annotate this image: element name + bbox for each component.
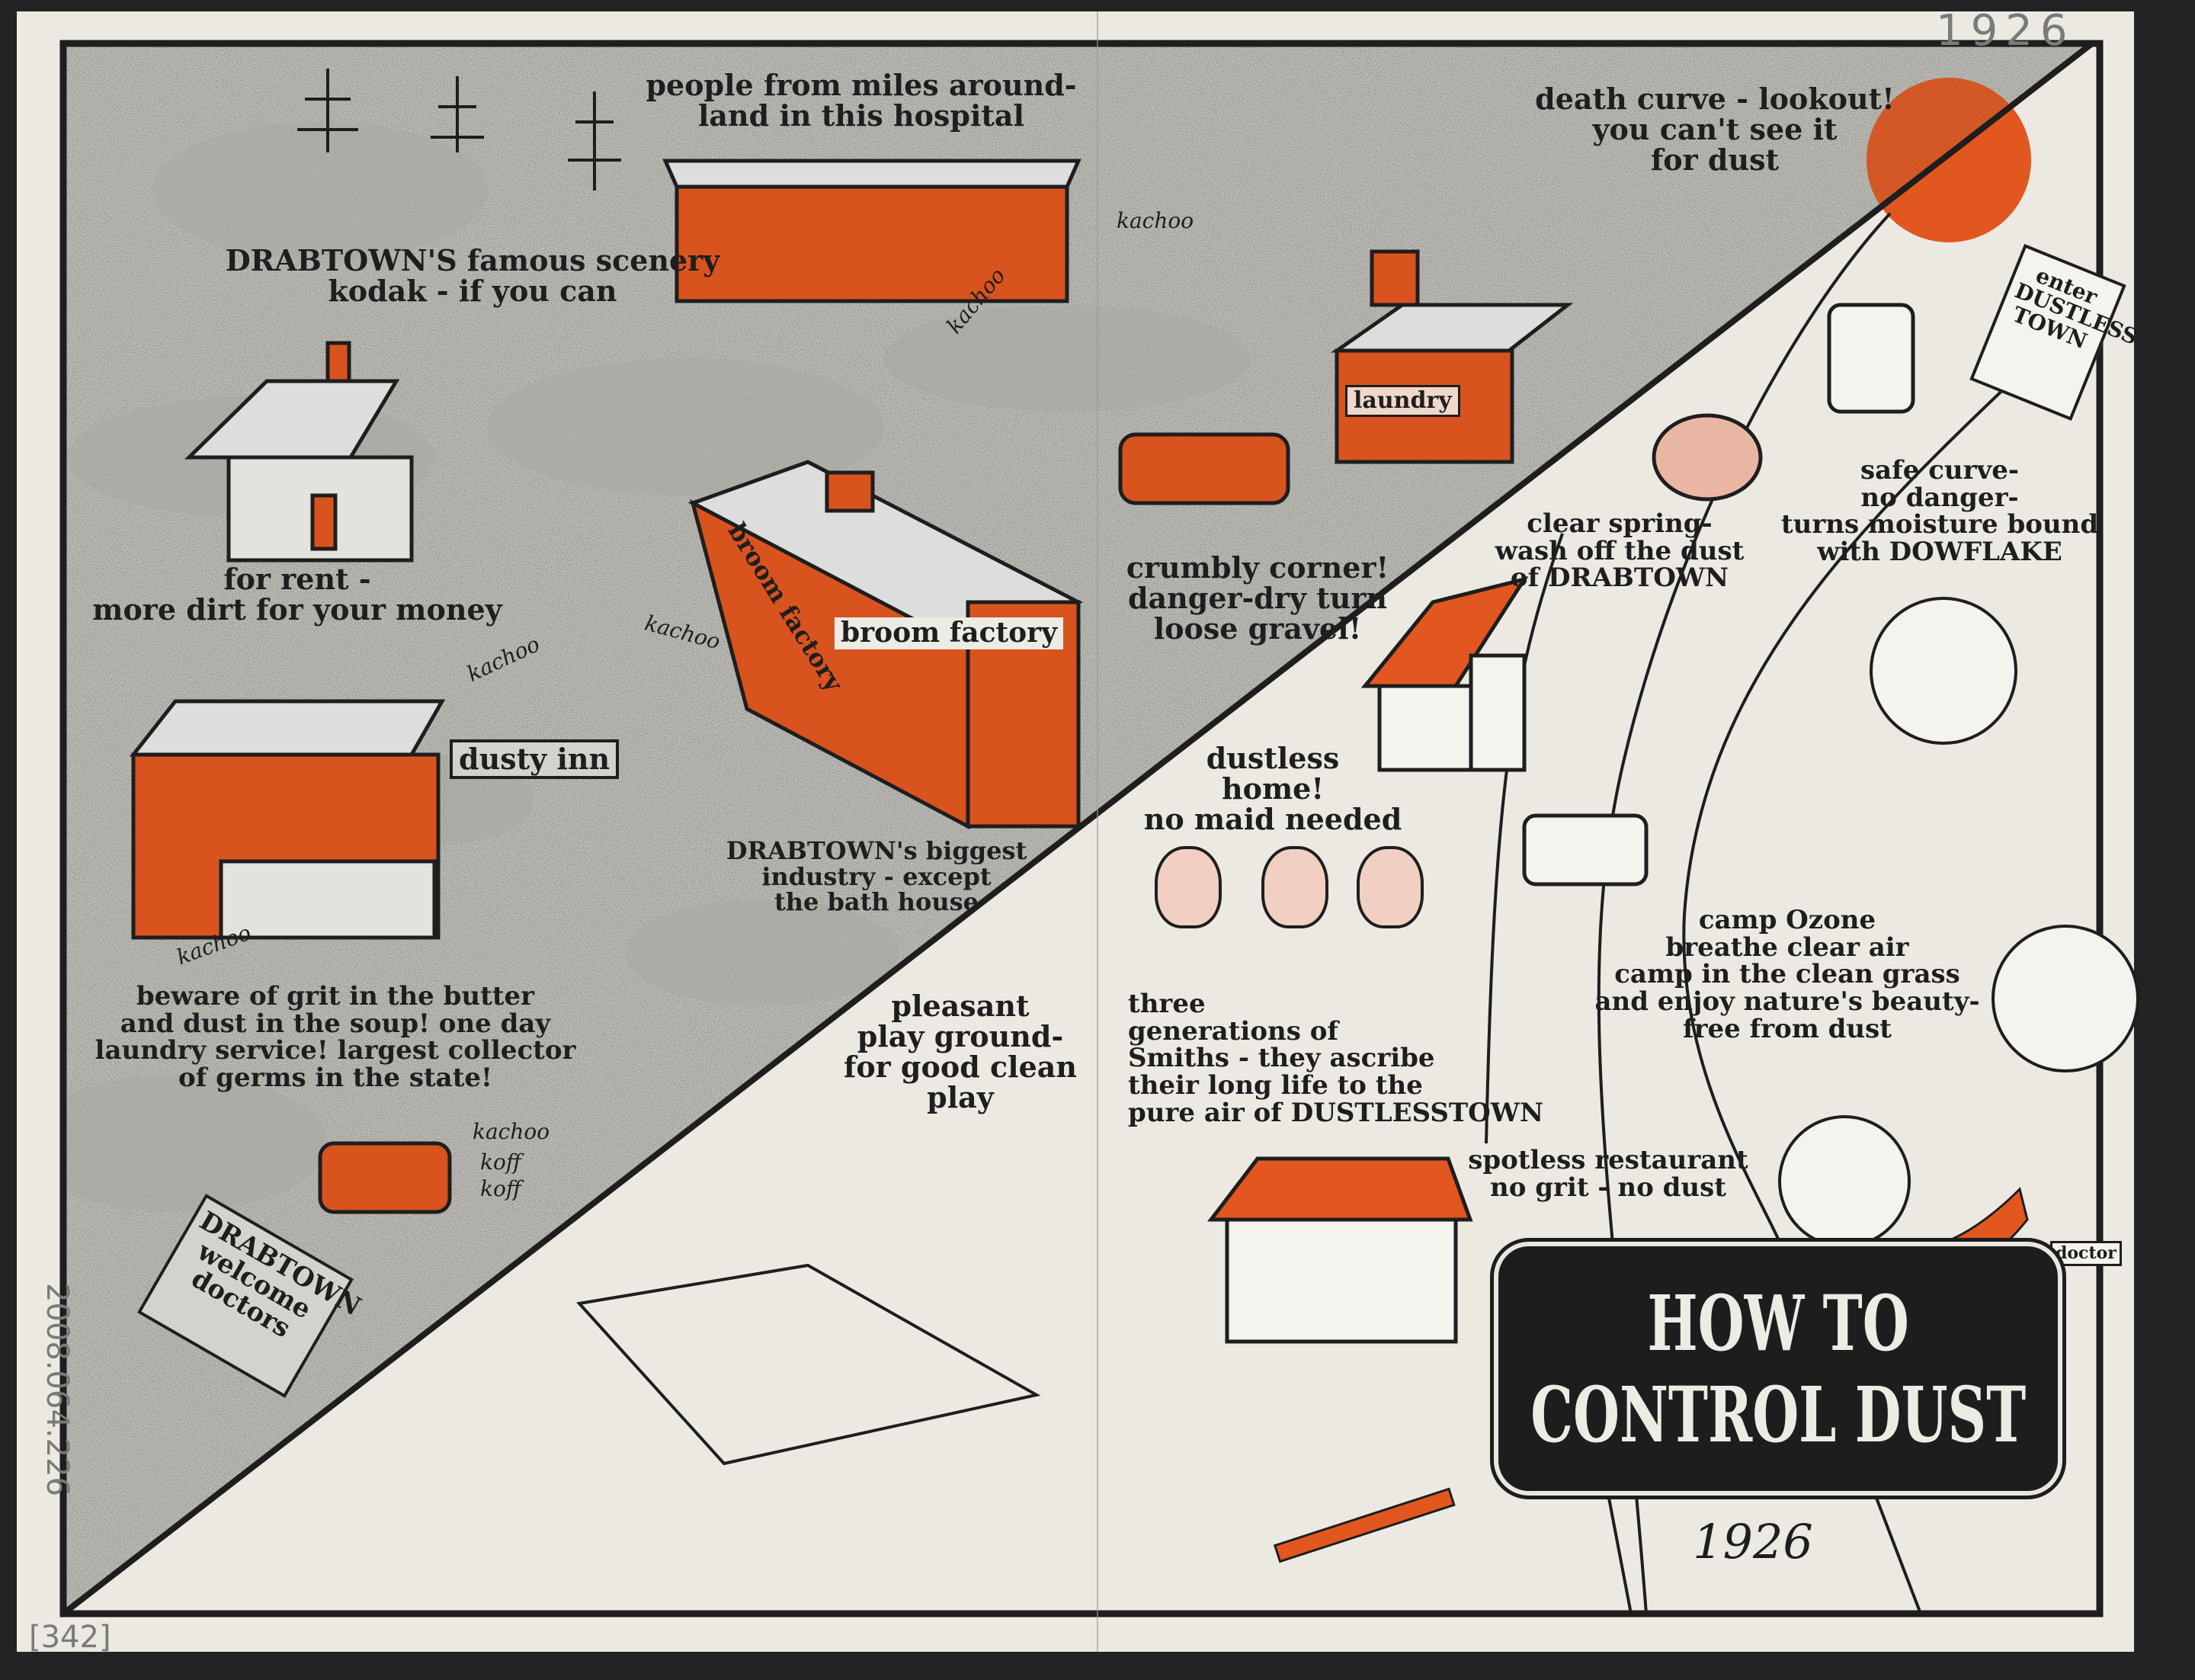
clear-spring-caption: clear spring- wash off the dust of DRABT… [1495,508,1745,594]
scenery-caption: DRABTOWN'S famous scenery kodak - if you… [225,243,720,308]
doctor-sign: doctor [2050,1241,2122,1267]
pine-trees [297,69,621,191]
dusty-inn-building [129,699,446,940]
accession-number: 2008.064.226 [39,1283,75,1496]
cars [318,303,1915,1214]
dustless-home [1360,576,1529,772]
playground-caption: pleasant play ground- for good clean pla… [843,989,1078,1114]
smith-face-2 [1261,846,1328,928]
spring-rock [1652,413,1763,502]
hospital-building [662,159,1081,303]
sneeze-text: kachoo [473,1119,550,1144]
smiths-caption: three generations of Smiths - they ascri… [1128,989,1544,1128]
industry-caption: DRABTOWN's biggest industry - except the… [726,836,1027,917]
pencil-year: 1926 [1936,6,2075,56]
camp-ozone-caption: camp Ozone breathe clear air camp in the… [1594,905,1980,1044]
smith-face-1 [1155,846,1222,928]
smith-face-3 [1357,846,1424,928]
handwritten-year: 1926 [1693,1514,1813,1569]
safe-curve-caption: safe curve- no danger- turns moisture bo… [1780,455,2099,568]
cough-text: koff [480,1176,521,1201]
spotless-restaurant [1206,1156,1473,1344]
title-panel: HOW TO CONTROL DUST [1498,1246,2058,1491]
laundry-sign: laundry [1345,385,1460,417]
ball-field [576,1263,1041,1466]
death-curve-caption: death curve - lookout! you can't see it … [1535,82,1895,177]
for-rent-house [184,341,414,563]
hospital-caption: people from miles around- land in this h… [646,68,1077,133]
broom-factory-sign: broom factory [835,617,1064,649]
dusty-inn-sign: dusty inn [450,739,620,779]
title-line-1: HOW TO [1647,1278,1909,1368]
dustless-home-caption: dustless home! no maid needed [1143,741,1402,836]
cough-text: koff [480,1149,521,1175]
crumbly-corner-caption: crumbly corner! danger-dry turn loose gr… [1126,550,1389,646]
beware-caption: beware of grit in the butter and dust in… [95,981,576,1094]
title-line-2: CONTROL DUST [1530,1369,2026,1460]
seesaw [1273,1487,1456,1563]
frame [59,40,2104,1617]
restaurant-caption: spotless restaurant no grit - no dust [1468,1145,1748,1203]
sneeze-text: kachoo [1117,208,1194,233]
round-trees [1778,597,2139,1248]
for-rent-caption: for rent - more dirt for your money [92,562,502,627]
diagonal-divider [61,40,2094,1617]
box-number: [342] [29,1620,111,1655]
